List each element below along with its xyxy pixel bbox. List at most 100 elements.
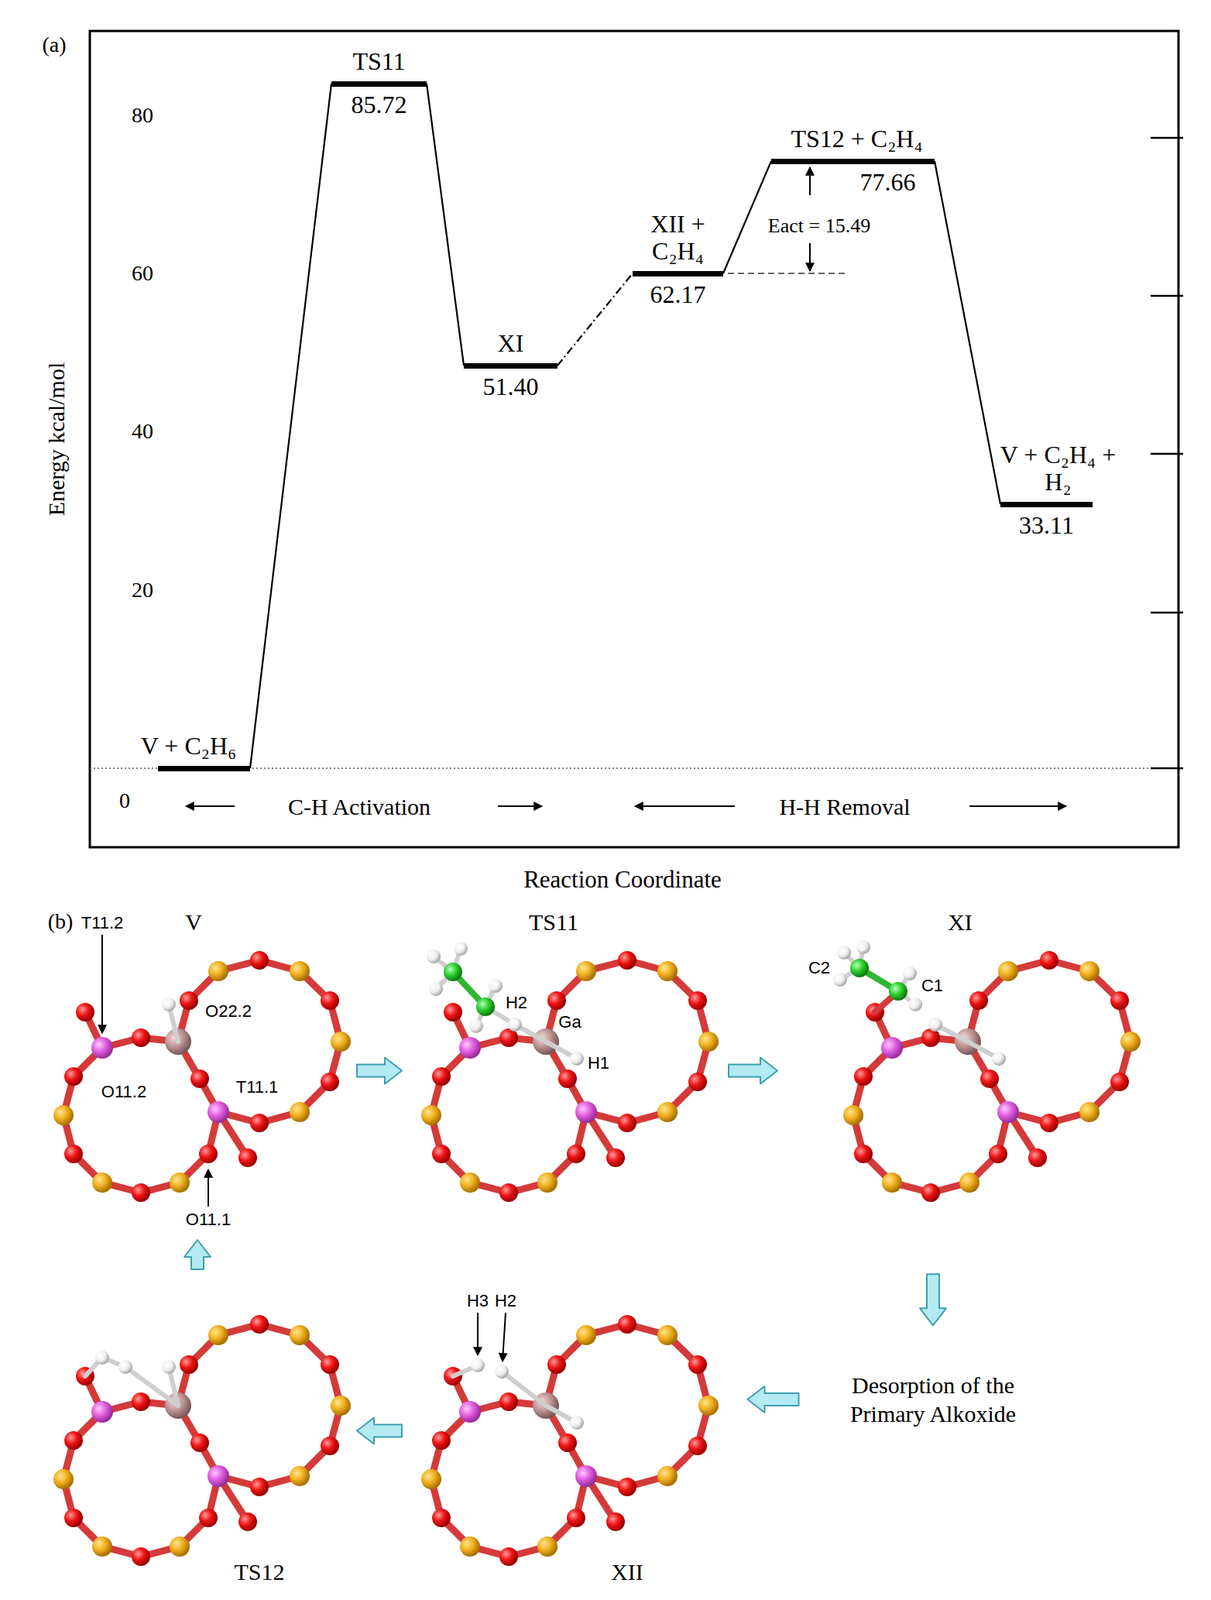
axis-tick [1150, 767, 1184, 770]
atom-label: H1 [586, 1053, 611, 1073]
structure-ts11 [428, 981, 443, 996]
region-label: H-H Removal [778, 793, 910, 820]
flow-arrow [919, 1273, 947, 1325]
axis-tick [1150, 295, 1184, 298]
flow-arrow [356, 1417, 402, 1445]
structure-xii [470, 1358, 584, 1430]
axis-number: 80 [131, 103, 154, 128]
structure-xi [856, 939, 871, 954]
structure-title: TS11 [528, 909, 579, 935]
zero-line [89, 767, 1179, 769]
flow-arrow [356, 1057, 402, 1085]
atom-label: C2 [806, 958, 832, 978]
energy-value: 85.72 [351, 91, 408, 119]
structure-xii [470, 1358, 485, 1373]
energy-connector [723, 161, 772, 274]
zeolite-framework [421, 1314, 719, 1566]
energy-level: XII + C₂H₄62.17 [632, 271, 724, 277]
region-arrow [497, 805, 543, 807]
structure-v [53, 950, 351, 1202]
activation-energy: Eact = 15.49 [766, 215, 872, 238]
structure-ts11 [443, 962, 463, 982]
block-arrow [356, 1057, 402, 1085]
axis-number: 0 [119, 789, 131, 814]
connector-line [426, 83, 464, 366]
structure-ts11 [469, 1018, 484, 1033]
structure-xi [833, 939, 1141, 1202]
panel-letter: (a) [41, 33, 66, 58]
level-name: V + C₂H₆ [140, 732, 237, 760]
structure-panel: V [42, 905, 353, 1236]
leader-line [502, 1312, 506, 1362]
reference-line [727, 272, 845, 275]
connector-line [250, 83, 332, 769]
level-name: XII + C₂H₄ [631, 210, 725, 265]
atom-label: Ga [556, 1012, 583, 1032]
level-name: TS11 [352, 48, 405, 76]
axis-number: 40 [131, 419, 154, 444]
structure-xi [908, 997, 923, 1012]
structure-panel: TS11 [406, 905, 724, 1236]
axis-tick [1150, 137, 1184, 140]
energy-connector [557, 273, 633, 366]
structure-xi [837, 945, 851, 960]
structure-ts11 [507, 1017, 522, 1032]
zeolite-framework [53, 950, 351, 1202]
structure-xi [833, 972, 848, 987]
atom-label: T11.2 [79, 913, 126, 933]
energy-connector [250, 83, 332, 769]
zeolite-framework [843, 950, 1141, 1202]
atom-label: O11.2 [99, 1082, 148, 1102]
flow-arrow [184, 1239, 211, 1270]
structure-ts12 [118, 1359, 133, 1374]
structure-title: XI [947, 909, 973, 935]
atom-label: O22.2 [203, 1001, 254, 1021]
axis-number: 60 [131, 261, 154, 286]
structure-xi [991, 1051, 1006, 1066]
structure-ts12 [161, 1359, 176, 1374]
region-arrow [634, 805, 735, 807]
structure-title: V [185, 909, 203, 935]
atom-label: T11.1 [234, 1077, 281, 1097]
flow-arrow [728, 1057, 778, 1085]
activation-arrow [809, 167, 811, 196]
connector-line [934, 161, 1001, 505]
connector-line [557, 273, 633, 366]
structure-ts12 [95, 1350, 110, 1365]
structure-ts11 [426, 949, 441, 964]
axis-title: Energy kcal/mol [43, 362, 69, 517]
zeolite-framework [421, 950, 719, 1202]
energy-level: V + C₂H₆ [157, 765, 251, 772]
block-arrow [919, 1273, 947, 1325]
step-text: Desorption of the Primary Alkoxide [828, 1370, 1038, 1429]
energy-level: TS1185.72 [331, 81, 427, 87]
plot-frame [89, 30, 1179, 848]
atom-label: H2 [504, 993, 529, 1013]
axis-tick [1150, 137, 1184, 769]
panel-letter: (b) [48, 909, 74, 934]
atom-label: H2 [493, 1291, 519, 1311]
structure-ts12 [95, 1350, 176, 1374]
structure-xii [421, 1314, 719, 1566]
leader-line [207, 1169, 210, 1207]
leader-line [101, 934, 103, 1033]
energy-value: 51.40 [483, 373, 539, 401]
structure-title: TS12 [233, 1558, 285, 1585]
structure-xi [902, 966, 917, 981]
structure-xi [888, 981, 908, 1001]
level-name: XI [497, 329, 525, 357]
structure-ts11 [453, 941, 468, 956]
block-arrow [728, 1057, 778, 1085]
energy-value: 62.17 [650, 281, 707, 309]
zeolite-framework [53, 1314, 351, 1566]
step-note: Desorption of the Primary Alkoxide [822, 1364, 1044, 1435]
axis-tick [1150, 452, 1184, 456]
structure-ts11 [476, 997, 495, 1016]
energy-connector [426, 83, 464, 366]
structure-ts11 [426, 941, 584, 1066]
leader-line [476, 1312, 479, 1356]
block-arrow [184, 1239, 211, 1270]
